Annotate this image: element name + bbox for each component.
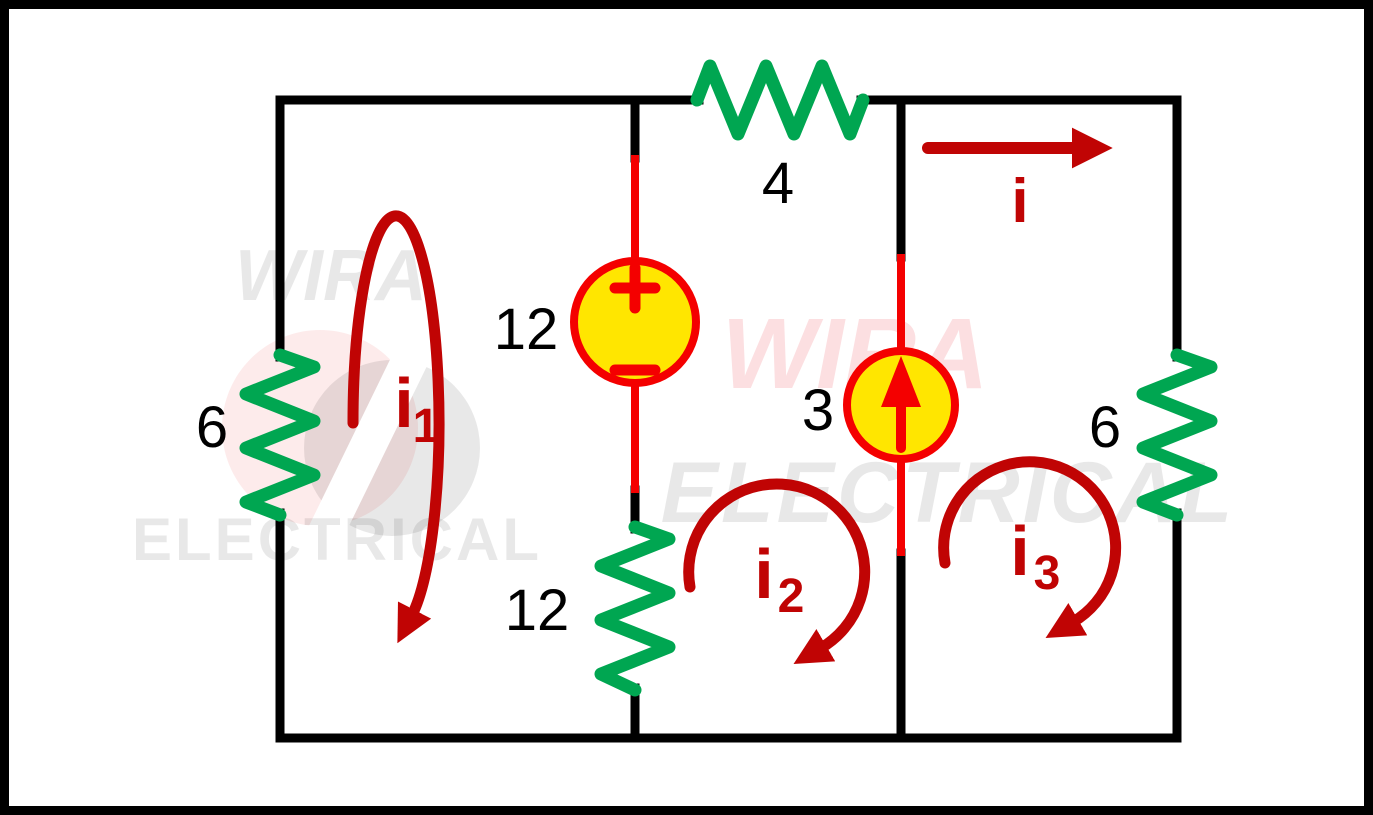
plus-sign-icon — [609, 262, 661, 314]
mesh3-current-subscript: 3 — [1034, 547, 1061, 600]
mesh1-current-label: i — [394, 364, 413, 442]
mesh1-current-subscript: 1 — [413, 400, 440, 453]
mesh-annotations — [347, 127, 1122, 665]
resistor-left-zigzag — [239, 348, 321, 522]
current-source-arrow-head-icon — [881, 356, 921, 407]
sources — [570, 257, 959, 463]
mesh3-current-label: i — [1010, 512, 1029, 590]
wires-red — [631, 155, 905, 556]
mesh2-current-arrow-icon — [683, 478, 871, 665]
wires-black — [275, 95, 1182, 743]
value-labels: 6 4 12 12 3 6 — [196, 151, 1121, 643]
resistor-middle-zigzag — [594, 520, 676, 697]
mesh3-current-arrow-icon — [938, 456, 1122, 639]
branch-current-label: i — [1011, 167, 1028, 236]
resistor-middle-value: 12 — [505, 578, 570, 643]
voltage-source-circle — [570, 257, 700, 387]
resistor-top-value: 4 — [762, 151, 794, 216]
resistor-right-zigzag — [1136, 348, 1218, 522]
resistor-right-value: 6 — [1089, 395, 1121, 460]
mesh2-current-label: i — [754, 535, 773, 613]
mesh2-current-subscript: 2 — [778, 570, 805, 623]
logo-slash — [281, 302, 451, 598]
watermark-word-bottom-left: ELECTRICAL — [132, 506, 542, 573]
resistor-left-value: 6 — [196, 395, 228, 460]
current-source-value: 3 — [802, 378, 834, 443]
watermark-word-top-left: WIRA — [235, 236, 427, 316]
current-labels: i i 1 i 2 i 3 — [394, 167, 1060, 623]
circuit-diagram: WIRA ELECTRICAL WIRA ELECTRICAL — [132, 59, 1232, 743]
mesh1-current-arrow-icon — [347, 210, 445, 644]
resistor-top-zigzag — [690, 59, 870, 141]
resistors — [239, 59, 1218, 697]
voltage-source-value: 12 — [494, 297, 559, 362]
